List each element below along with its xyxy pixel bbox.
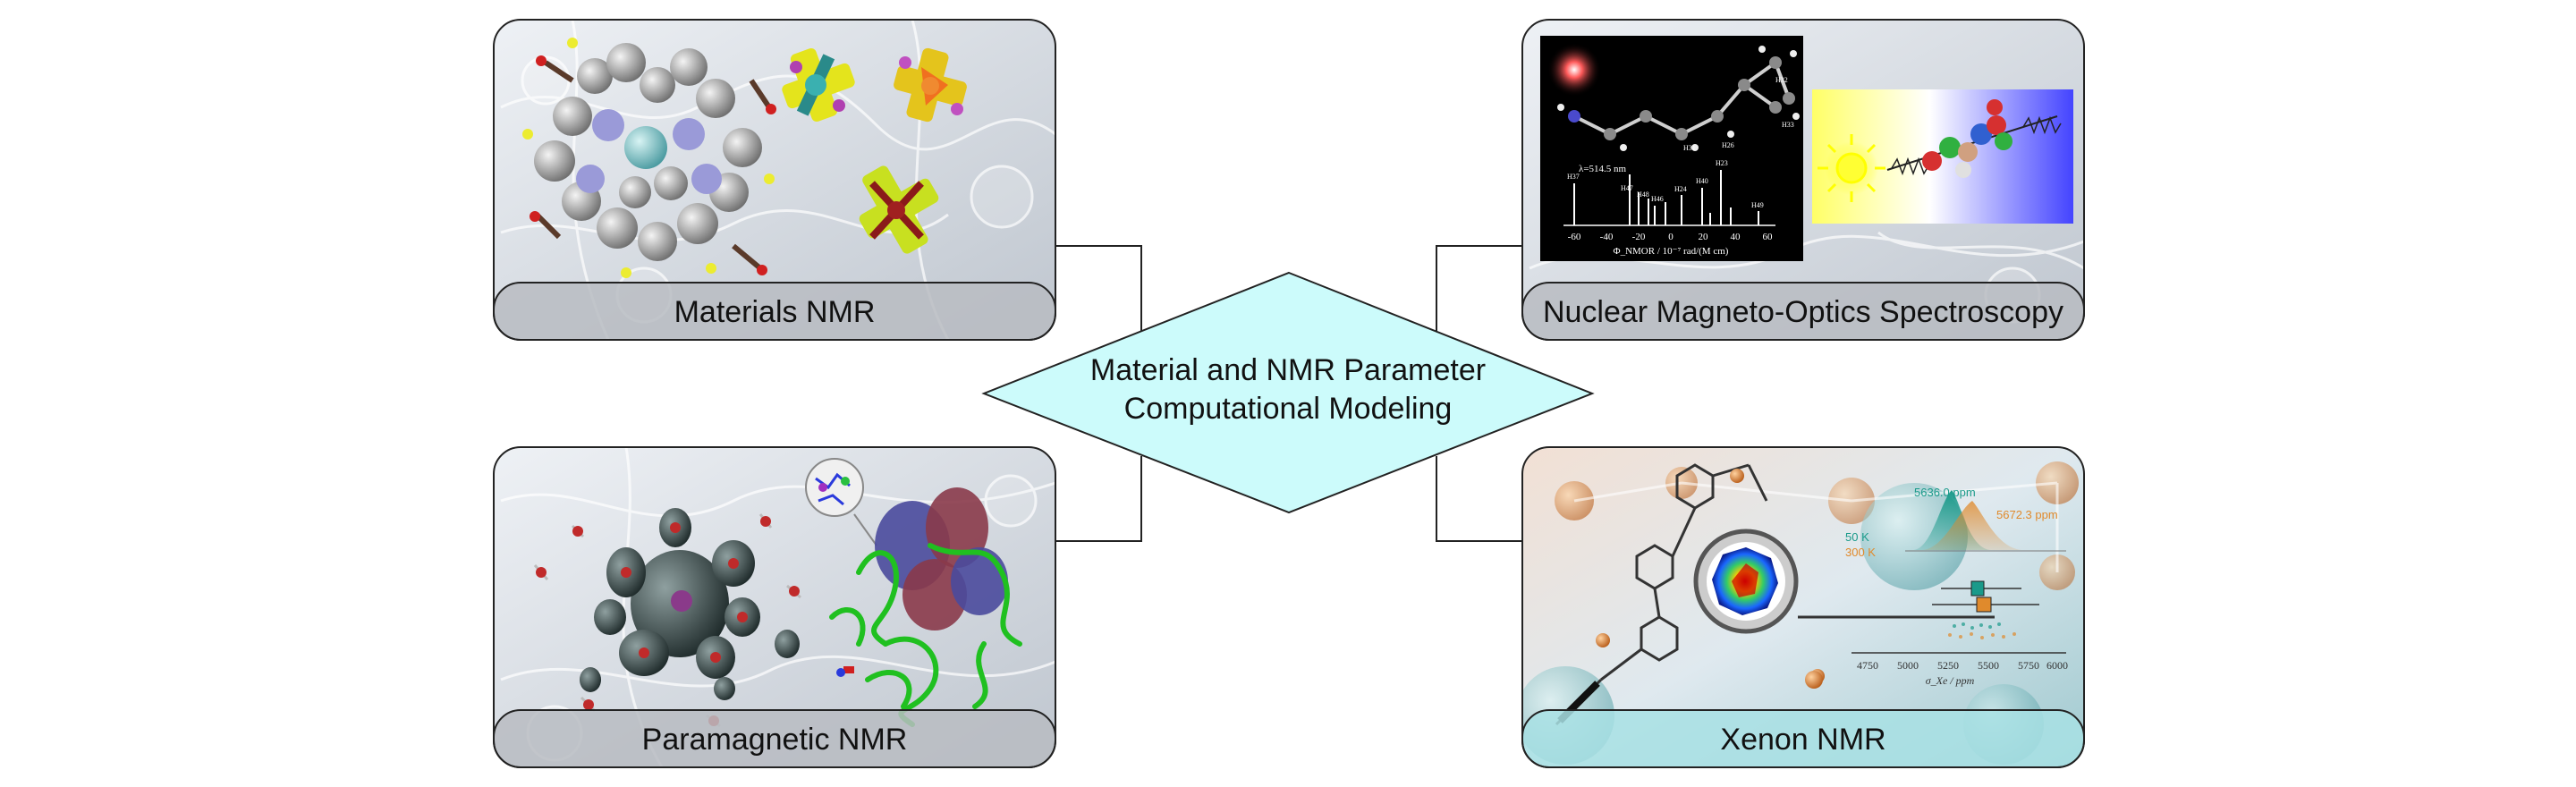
svg-text:H24: H24 [1674, 185, 1687, 193]
nmor-spectral-lines [1573, 170, 1759, 225]
magneto-optics-label: Nuclear Magneto-Optics Spectroscopy [1543, 295, 2063, 329]
connector-xenon [1436, 456, 1522, 542]
protein-structure [805, 458, 1022, 727]
svg-text:H49: H49 [1751, 201, 1764, 209]
nmor-axis-ticks: -60 -40 -20 0 20 40 60 [1568, 232, 1773, 242]
paramagnetic-label: Paramagnetic NMR [642, 723, 908, 757]
xenon-legend-300k: 300 K [1845, 546, 1876, 559]
xenon-box-plots [1932, 580, 2039, 639]
nmor-spectrum-inset: λ=514.5 nm H37 [1540, 36, 1803, 261]
svg-text:H37: H37 [1567, 173, 1580, 181]
central-title-line2: Computational Modeling [1124, 392, 1453, 426]
svg-text:H31: H31 [1683, 144, 1696, 152]
nmor-axis-label: Φ_NMOR / 10⁻⁷ rad/(M cm) [1614, 246, 1729, 257]
crystal-fragment-2 [894, 47, 967, 123]
svg-text:H33: H33 [1782, 121, 1794, 129]
xenon-peak-50k-label: 5636.0 ppm [1914, 486, 1976, 499]
svg-text:H26: H26 [1722, 141, 1734, 149]
xenon-axis-ticks: 4750 5000 5250 5500 5750 6000 [1857, 659, 2068, 672]
central-title-line1: Material and NMR Parameter [1090, 353, 1486, 387]
panel-paramagnetic-nmr: Paramagnetic NMR [493, 446, 1056, 768]
connector-lines [1055, 245, 1522, 542]
svg-text:H48: H48 [1637, 190, 1649, 199]
svg-text:-60: -60 [1568, 232, 1581, 242]
light-beam-inset [1812, 89, 2073, 224]
central-modeling-node: Material and NMR Parameter Computational… [981, 271, 1595, 514]
svg-text:60: 60 [1763, 232, 1774, 242]
spinning-molecule [1922, 99, 2012, 178]
central-diamond [981, 271, 1595, 514]
svg-text:20: 20 [1699, 232, 1709, 242]
svg-text:6000: 6000 [2046, 659, 2068, 672]
xenon-legend-50k: 50 K [1845, 530, 1869, 544]
svg-text:5500: 5500 [1978, 659, 1999, 672]
wavelength-label: λ=514.5 nm [1579, 164, 1627, 174]
svg-text:H46: H46 [1651, 195, 1664, 203]
connector-paramagnetic [1055, 456, 1142, 542]
svg-text:H40: H40 [1696, 177, 1708, 185]
xenon-label: Xenon NMR [1720, 723, 1885, 757]
retinal-molecule [1573, 61, 1791, 136]
svg-text:H32: H32 [1775, 76, 1788, 84]
svg-text:H47: H47 [1621, 184, 1633, 192]
xenon-cage-colormap [1693, 529, 1799, 634]
crystal-fragment-3 [859, 165, 939, 254]
svg-text:0: 0 [1668, 232, 1674, 242]
svg-text:H23: H23 [1716, 159, 1728, 167]
xenon-axis-label: σ_Xe / ppm [1926, 674, 1975, 687]
svg-text:5250: 5250 [1937, 659, 1959, 672]
connector-materials [1055, 245, 1142, 331]
crystal-fragment-1 [782, 47, 855, 123]
svg-text:-20: -20 [1632, 232, 1646, 242]
connector-magneto-optics [1436, 245, 1522, 331]
svg-text:5000: 5000 [1897, 659, 1919, 672]
molecular-cage-structure [522, 38, 776, 278]
xenon-spectrum-peaks [1905, 490, 2066, 552]
materials-label: Materials NMR [674, 295, 876, 329]
sun-icon [1818, 134, 1885, 202]
xenon-peak-300k-label: 5672.3 ppm [1996, 508, 2058, 521]
svg-text:5750: 5750 [2018, 659, 2039, 672]
panel-xenon-nmr: 5636.0 ppm 5672.3 ppm 50 K 300 K [1521, 446, 2085, 768]
panel-materials-nmr: Materials NMR [493, 19, 1056, 341]
svg-text:-40: -40 [1600, 232, 1614, 242]
svg-text:40: 40 [1731, 232, 1741, 242]
svg-text:4750: 4750 [1857, 659, 1878, 672]
nmor-peak-labels: H37 H47 H48 H46 H24 H40 H23 H31 H26 H32 … [1567, 76, 1794, 209]
panel-magneto-optics: λ=514.5 nm H37 [1521, 19, 2085, 341]
